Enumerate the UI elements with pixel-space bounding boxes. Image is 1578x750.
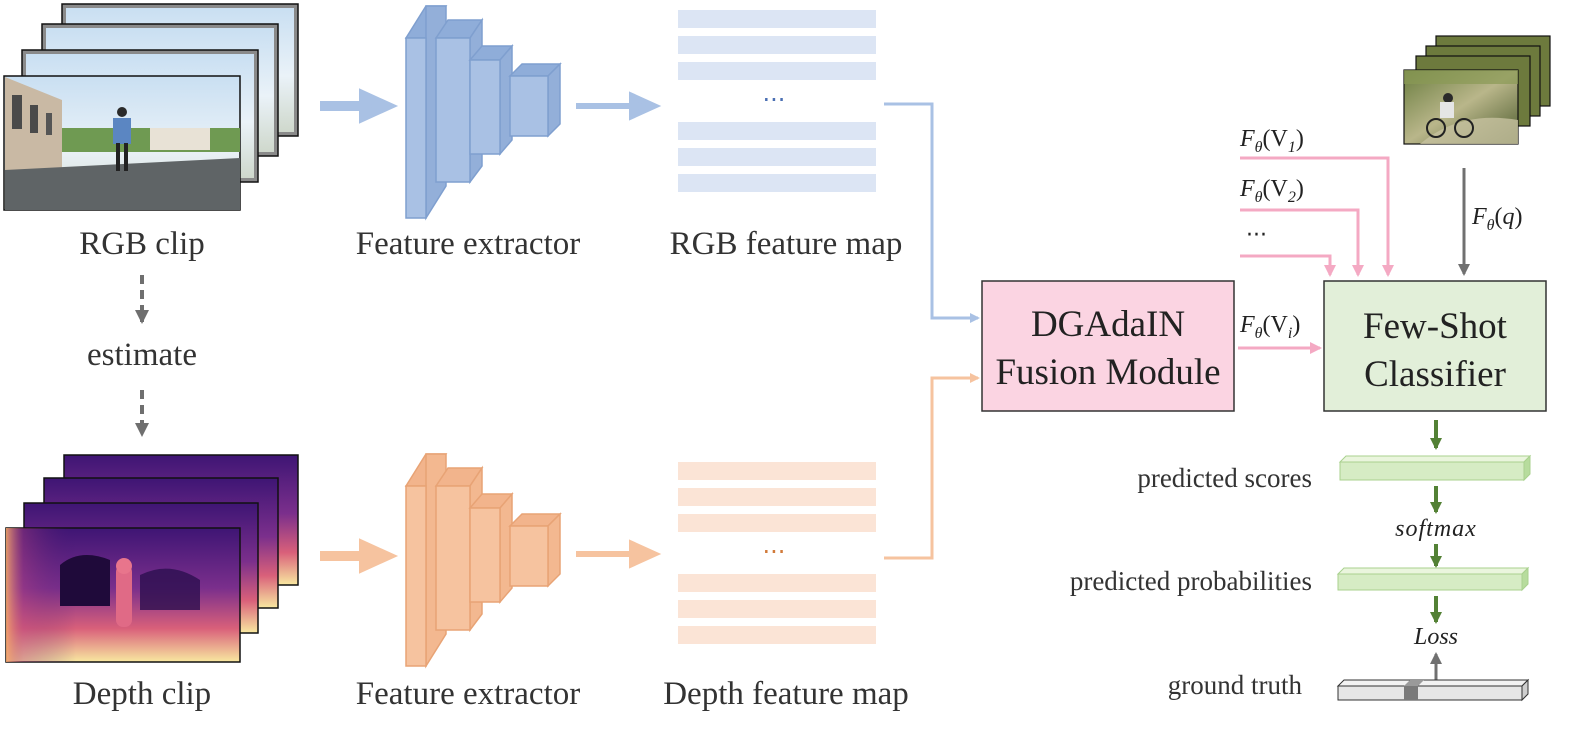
support-vn-arrow	[1240, 254, 1336, 277]
label-f-theta-vi: Fθ(Vi)	[1239, 312, 1300, 342]
ground-truth-label: ground truth	[1168, 670, 1303, 700]
classifier-box: Few-Shot Classifier	[1323, 280, 1547, 412]
rgb-extractor-to-map-arrow	[576, 91, 662, 121]
rgb-feature-map-label: RGB feature map	[670, 226, 903, 262]
rgb-clip-label: RGB clip	[79, 226, 205, 262]
classifier-line2: Classifier	[1364, 354, 1506, 395]
rgb-feature-map	[678, 10, 876, 192]
rgb-feature-extractor	[404, 5, 562, 221]
depth-feature-map-label: Depth feature map	[663, 676, 909, 712]
fusion-module-line2: Fusion Module	[995, 352, 1220, 393]
depth-frame-front	[5, 527, 241, 663]
depth-map-to-fusion-connector	[884, 373, 980, 560]
query-clip-stack	[1403, 35, 1551, 145]
support-v1-arrow	[1240, 156, 1394, 277]
loss-label: Loss	[1413, 624, 1458, 650]
depth-input-arrow	[320, 538, 399, 574]
depth-ellipsis: ···	[763, 538, 786, 566]
estimate-label: estimate	[87, 337, 197, 373]
label-f-theta-v2: Fθ(V2)	[1239, 176, 1304, 206]
support-v2-arrow	[1240, 208, 1364, 277]
depth-clip-label: Depth clip	[73, 676, 211, 712]
label-f-theta-v1: Fθ(V1)	[1239, 126, 1304, 156]
rgb-input-arrow	[320, 88, 399, 124]
depth-feature-extractor-label: Feature extractor	[356, 676, 580, 712]
depth-extractor-to-map-arrow	[576, 539, 662, 569]
depth-feature-map	[678, 462, 876, 644]
rgb-map-to-fusion-connector	[884, 102, 980, 323]
rgb-clip-stack	[3, 3, 299, 211]
classifier-line1: Few-Shot	[1363, 306, 1508, 347]
predicted-probabilities-label: predicted probabilities	[1070, 566, 1312, 596]
rgb-ellipsis: ···	[763, 86, 786, 114]
depth-feature-extractor	[404, 453, 562, 669]
ground-truth-bar	[1336, 678, 1530, 702]
fusion-module-line1: DGAdaIN	[1031, 304, 1185, 345]
predicted-probabilities-bar	[1336, 566, 1530, 592]
softmax-label: softmax	[1395, 516, 1477, 542]
predicted-scores-bar	[1338, 454, 1532, 482]
query-frame-front	[1403, 69, 1519, 145]
support-ellipsis: ···	[1246, 223, 1267, 248]
label-f-theta-q: Fθ(q)	[1471, 204, 1523, 234]
fusion-module-box: DGAdaIN Fusion Module	[981, 280, 1235, 412]
depth-clip-stack	[5, 454, 299, 663]
rgb-feature-extractor-label: Feature extractor	[356, 226, 580, 262]
rgb-frame-front	[3, 75, 241, 211]
predicted-scores-label: predicted scores	[1137, 463, 1312, 493]
